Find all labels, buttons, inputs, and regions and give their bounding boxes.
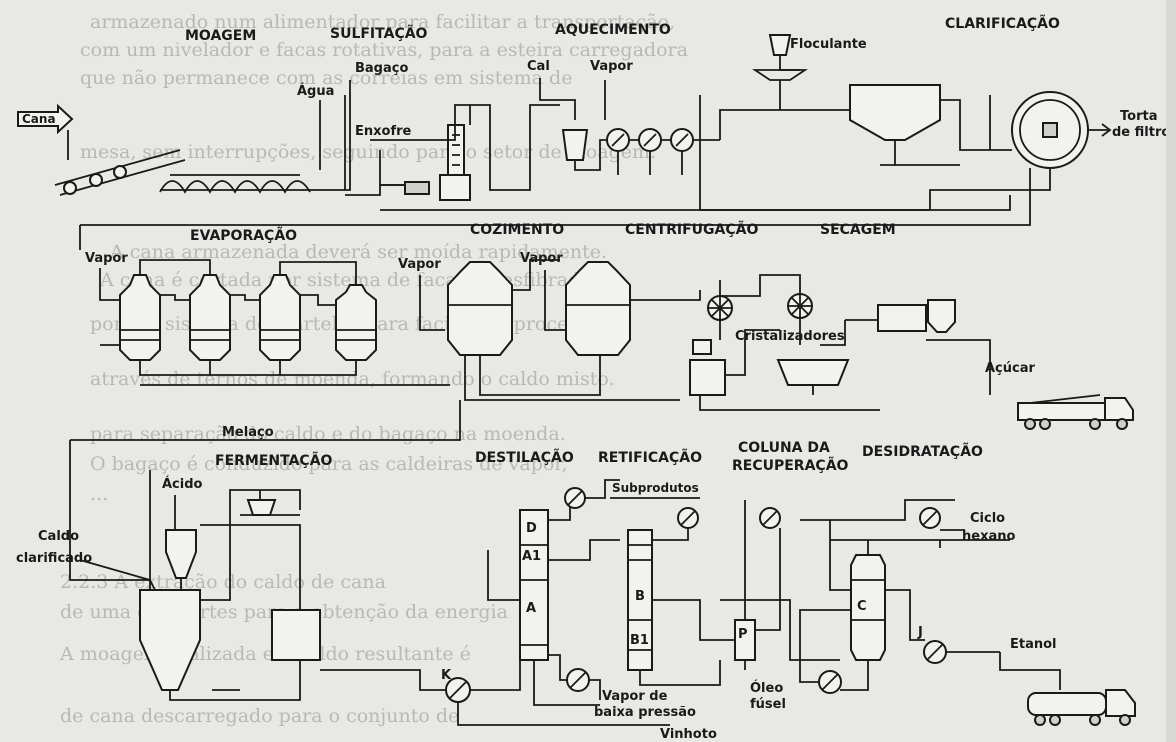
- section-title-fermentacao: FERMENTAÇÃO: [215, 452, 333, 469]
- tag-p: P: [738, 627, 748, 642]
- bg-text-line: A cana é cortada por sistema de facas e …: [99, 269, 592, 291]
- bg-text-line: para separação do caldo e do bagaço na m…: [90, 423, 566, 445]
- label-acido: Ácido: [162, 476, 203, 492]
- roller-icon: [114, 166, 126, 178]
- tag-c: C: [857, 599, 867, 614]
- bg-text-line: A moagem realizada e o caldo resultante …: [59, 643, 471, 665]
- bg-text-line: com um nivelador e facas rotativas, para…: [80, 39, 688, 61]
- agitator-icon: [248, 500, 275, 515]
- label-enxofre: Enxofre: [355, 124, 412, 139]
- bg-text-line: ...: [90, 483, 108, 505]
- crystallizer-tank: [690, 360, 725, 395]
- label-acucar: Açúcar: [985, 361, 1036, 376]
- sulfitation-column: [448, 125, 464, 175]
- lime-tank: [563, 130, 587, 160]
- clarificacao-unit: [755, 35, 1110, 210]
- label-cristalizadores: Cristalizadores: [735, 329, 845, 344]
- bg-text-line: de cana descarregado para o conjunto de: [60, 705, 459, 727]
- floculant-tank: [770, 35, 790, 55]
- section-title-retificacao: RETIFICAÇÃO: [598, 449, 702, 466]
- sugar-hopper: [778, 360, 848, 385]
- tag-a: A: [526, 601, 536, 616]
- section-title-coluna: COLUNA DA: [738, 440, 830, 456]
- vacuum-pan-2: [566, 262, 630, 355]
- label-agua: Água: [297, 83, 334, 99]
- tag-a1: A1: [522, 549, 541, 564]
- section-title-desidratacao: DESIDRATAÇÃO: [862, 443, 983, 460]
- section-title-moagem: MOAGEM: [185, 28, 256, 44]
- recuperacao-unit: [720, 500, 840, 670]
- label-vapor: Vapor: [85, 251, 128, 266]
- section-title-clarificacao: CLARIFICAÇÃO: [945, 15, 1060, 32]
- bg-text-line: através de ternos de moenda, formando o …: [90, 368, 615, 390]
- sulfitation-tank: [440, 175, 470, 200]
- wine-tank: [272, 610, 320, 660]
- section-title-coluna: RECUPERAÇÃO: [732, 457, 849, 474]
- label-bagaco: Bagaço: [355, 61, 408, 76]
- label-cana: Cana: [22, 112, 56, 126]
- label-caldo: clarificado: [16, 551, 92, 566]
- evaporator-2: [190, 275, 230, 360]
- label-torta: de filtro: [1112, 125, 1170, 140]
- label-etanol: Etanol: [1010, 637, 1057, 652]
- label-subprodutos: Subprodutos: [612, 481, 699, 495]
- label-ciclo: Ciclo: [970, 511, 1005, 526]
- tag-b: B: [635, 589, 645, 604]
- fermenter-tank: [140, 590, 200, 690]
- vacuum-pan-1: [448, 262, 512, 355]
- filter-hub-icon: [1043, 123, 1057, 137]
- bg-text-line: 2.2.3 A extração do caldo de cana: [60, 571, 386, 593]
- sulfur-burner: [405, 182, 429, 194]
- label-floculante: Floculante: [790, 37, 867, 52]
- crystallizer-motor: [693, 340, 711, 354]
- label-oleo: Óleo: [750, 680, 783, 696]
- tag-k: K: [441, 668, 452, 683]
- cyclone: [928, 300, 955, 332]
- roller-icon: [64, 182, 76, 194]
- truck-icon: [1018, 395, 1133, 429]
- label-cal: Cal: [527, 59, 550, 74]
- retificacao-unit: Subprodutos: [610, 481, 740, 685]
- label-vapor: Vapor: [398, 257, 441, 272]
- roller-icon: [90, 174, 102, 186]
- label-vapor: Vapor: [590, 59, 633, 74]
- label-vapor-baixa: Vapor de: [602, 689, 668, 704]
- label-vapor: Vapor: [520, 251, 563, 266]
- section-title-centrifugacao: CENTRIFUGAÇÃO: [625, 221, 758, 238]
- evaporator-3: [260, 275, 300, 360]
- label-vapor-baixa: baixa pressão: [594, 705, 696, 720]
- clarifier-tank: [850, 85, 940, 140]
- section-title-sulfitacao: SULFITAÇÃO: [330, 25, 428, 42]
- tag-d: D: [526, 521, 537, 536]
- tag-j: J: [917, 625, 923, 640]
- evaporator-4: [336, 285, 376, 360]
- label-torta: Torta: [1120, 109, 1157, 124]
- label-caldo: Caldo: [38, 529, 79, 544]
- tanker-truck-icon: [1000, 652, 1135, 725]
- label-oleo: fúsel: [750, 697, 786, 712]
- section-title-aquecimento: AQUECIMENTO: [555, 22, 671, 38]
- page-edge: [1166, 0, 1176, 742]
- label-melaco: Melaço: [222, 425, 274, 440]
- dryer-drum: [878, 305, 926, 331]
- label-ciclo: hexano: [962, 529, 1015, 544]
- label-vinhoto: Vinhoto: [660, 727, 717, 742]
- evaporator-1: [120, 275, 160, 360]
- caldo-clarificado-return-line: [80, 168, 1030, 225]
- section-title-evaporacao: EVAPORAÇÃO: [190, 227, 297, 244]
- section-title-destilacao: DESTILAÇÃO: [475, 449, 574, 466]
- tag-b1: B1: [630, 633, 649, 648]
- destilacao-unit: [488, 480, 620, 705]
